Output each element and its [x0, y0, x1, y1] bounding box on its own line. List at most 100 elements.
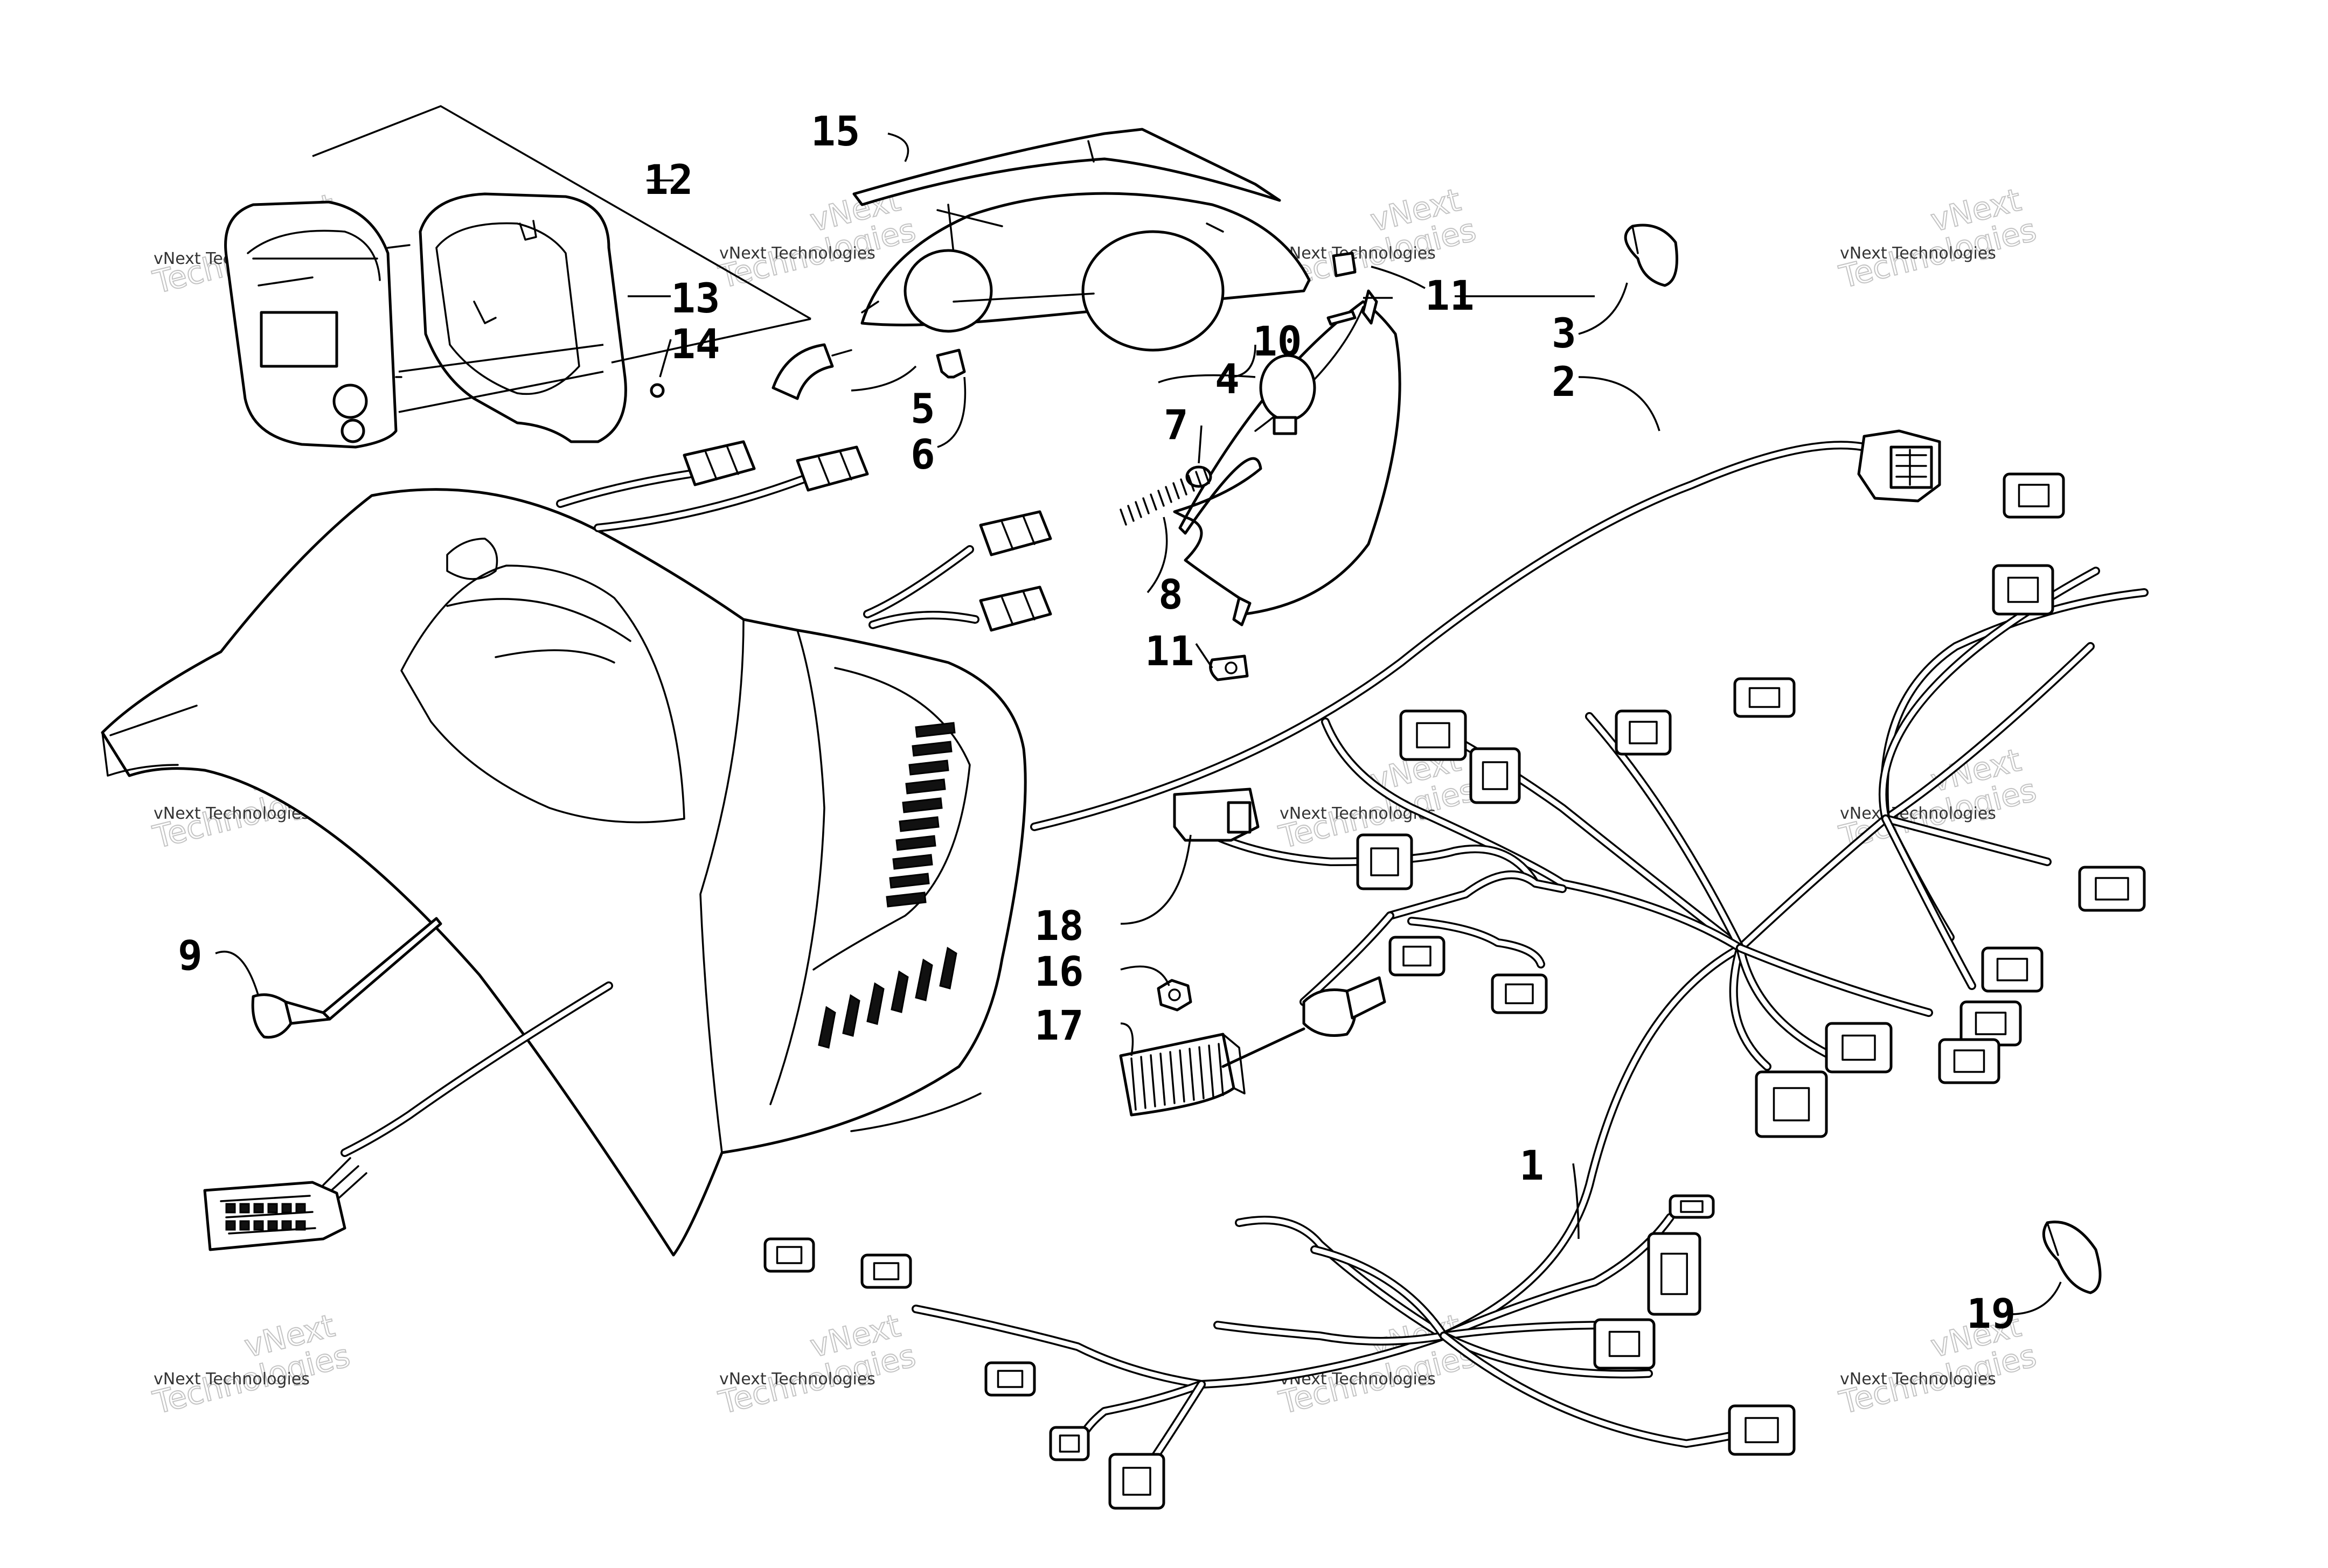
- connector-pin: [281, 1220, 292, 1231]
- bracket-line-12: [312, 105, 811, 364]
- leader-lines: [215, 133, 2062, 1315]
- harness1-bottom-left-core: [1236, 1217, 1447, 1339]
- callout-19: 19: [1966, 1290, 2016, 1337]
- callout-4: 4: [1215, 355, 1240, 403]
- regulator-fin: [1159, 1053, 1166, 1106]
- harness1-drop6-core: [1883, 816, 1975, 988]
- conn-left-a: [1356, 833, 1413, 890]
- conn-right-a: [2078, 866, 2146, 912]
- conn-bottom-left-c-face: [1122, 1467, 1151, 1496]
- connector-pin: [253, 1203, 264, 1214]
- callout-17: 17: [1034, 1001, 1084, 1049]
- connector-pin: [239, 1203, 250, 1214]
- harness1-right-mid-core: [1441, 1322, 1614, 1339]
- part-cluster-cover: [419, 192, 627, 443]
- callout-2: 2: [1552, 358, 1576, 406]
- conn-right-b: [1981, 946, 2044, 993]
- part-speedometer: [224, 200, 411, 449]
- part-reflector: [1173, 289, 1401, 626]
- vent-slot: [912, 741, 953, 757]
- watermark-small: vNext Technologies: [719, 1370, 875, 1389]
- conn-upper-d-face: [1748, 687, 1781, 708]
- conn-left-b-face: [1402, 945, 1431, 967]
- conn-upper-a: [1615, 709, 1672, 756]
- callout-7: 7: [1164, 401, 1189, 449]
- regulator-fin: [1208, 1044, 1214, 1098]
- connector-pin: [295, 1203, 306, 1214]
- conn-mid-b: [1755, 1070, 1828, 1138]
- conn-right-top: [1992, 564, 2054, 616]
- conn-left-c-face: [1505, 983, 1534, 1005]
- hood-harness-connector: [203, 981, 613, 1251]
- conn-bottom-right-b: [1647, 1232, 1701, 1316]
- conn-upper-b: [1469, 747, 1521, 804]
- connector-latch: [818, 451, 852, 486]
- assembly-lines: [398, 344, 604, 413]
- part-bulb-elbow: [772, 343, 852, 400]
- conn-left-a-face: [1370, 847, 1399, 876]
- connector-pin: [281, 1203, 292, 1214]
- vent-fin: [939, 946, 957, 989]
- callout-9: 9: [178, 931, 203, 979]
- part-bulb-socket: [936, 349, 966, 379]
- conn-upper-b-face: [1482, 761, 1509, 790]
- harness1-right-up: [1440, 1213, 1674, 1340]
- conn-upper-c-face: [1416, 722, 1450, 749]
- harness-1: [763, 472, 2149, 1510]
- vent-slot: [905, 778, 946, 795]
- conn-bottom-right-c: [1593, 1318, 1656, 1370]
- harness1-drop2-core: [1738, 945, 1845, 1064]
- part-regulator: [1119, 976, 1386, 1117]
- vent-slot: [886, 891, 927, 908]
- harness1-drop-core: [1731, 945, 1770, 1069]
- conn-right-c-face: [1975, 1012, 2007, 1035]
- harness1-branch-mid2-core: [1587, 714, 1743, 951]
- connector-pin: [267, 1203, 278, 1214]
- regulator-fin: [1189, 1048, 1195, 1101]
- conn-bottom-right-c-face: [1608, 1330, 1641, 1357]
- vent-slot: [892, 854, 933, 870]
- harness1-mid-wire-core: [1387, 872, 1565, 918]
- part-relay-18: [1173, 788, 1260, 842]
- conn-top-relay: [2003, 472, 2065, 519]
- watermark-small: vNext Technologies: [154, 1370, 310, 1389]
- callout-1: 1: [1519, 1141, 1544, 1189]
- vent-slot: [895, 835, 936, 851]
- harness1-right-low-core: [1441, 1333, 1651, 1377]
- conn-right-top-face: [2007, 576, 2039, 603]
- vent-slot: [915, 722, 956, 738]
- conn-upper-d: [1733, 677, 1796, 718]
- conn-bottom-left-e: [763, 1237, 815, 1273]
- regulator-fin: [1198, 1046, 1205, 1099]
- part-headlight-housing: [860, 192, 1311, 352]
- conn-mid-b-face: [1773, 1087, 1810, 1121]
- part-clip-upper: [1332, 252, 1357, 277]
- cluster-connectors: [683, 440, 1052, 632]
- harness1-trunk: [1197, 944, 1745, 1389]
- conn-bottom-right-a-face: [1680, 1200, 1704, 1213]
- conn-bottom-right-d: [1728, 1404, 1796, 1456]
- vent-fin: [818, 1006, 836, 1049]
- conn-bottom-left-e-face: [776, 1246, 803, 1264]
- callout-6: 6: [911, 430, 935, 478]
- vent-slot: [899, 816, 940, 832]
- connector-pin: [225, 1220, 236, 1231]
- part-pin: [1326, 310, 1357, 326]
- watermark-small: vNext Technologies: [1840, 244, 1996, 263]
- conn-right-a-face: [2095, 877, 2129, 901]
- harness1-drop5-core: [1883, 816, 2050, 865]
- callout-16: 16: [1034, 947, 1084, 995]
- callout-11-lower: 11: [1145, 627, 1194, 675]
- watermark-small: vNext Technologies: [1840, 804, 1996, 823]
- cluster-connector: [979, 510, 1052, 556]
- harness1-reg-wire-core: [1301, 913, 1393, 1005]
- part-clamp-3: [1624, 224, 1678, 287]
- connector-latch: [1001, 591, 1036, 626]
- regulator-fin: [1169, 1051, 1176, 1104]
